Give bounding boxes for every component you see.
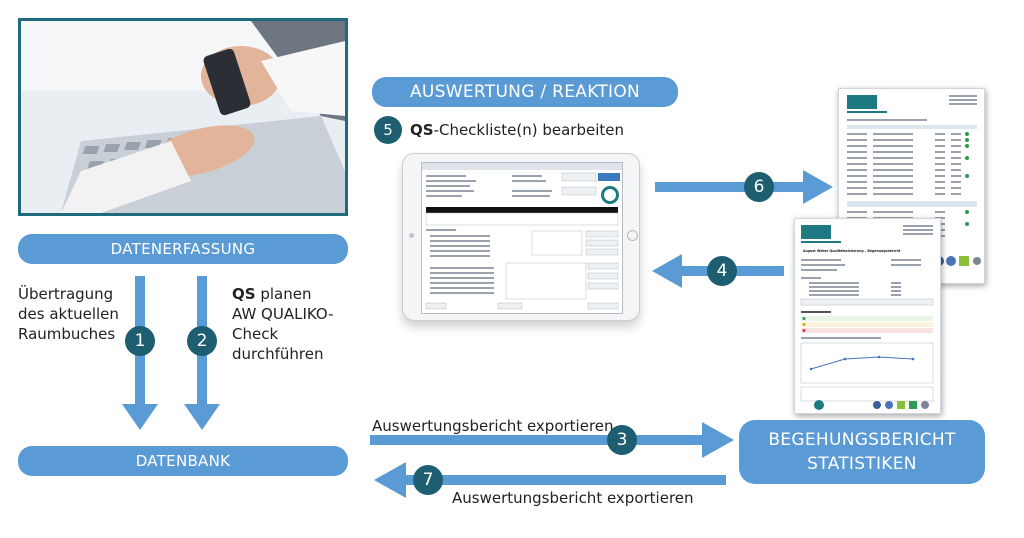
step-2-badge: 2 (187, 326, 217, 356)
tablet (402, 153, 640, 321)
step-5-badge: 5 (374, 116, 402, 144)
statistics-document-illustration (847, 95, 981, 266)
step-1-badge: 1 (125, 326, 155, 356)
step-3-badge: 3 (607, 425, 637, 455)
arrow-step-2 (184, 276, 220, 430)
step-1-line-2: des aktuellen (18, 305, 119, 323)
step-1-line-1: Übertragung (18, 285, 114, 303)
step-6-badge: 6 (744, 172, 774, 202)
report-begehungsbericht-document: August Weber Qualitätssicherung – Begehu… (794, 218, 941, 414)
laptop-phone-illustration (21, 21, 345, 213)
step-2-line-3: Check (232, 325, 279, 343)
step-1-text: Übertragung des aktuellen Raumbuches (18, 284, 119, 344)
datenbank-text: DATENBANK (135, 452, 231, 470)
arrow-step-6 (655, 170, 833, 204)
step-2-text: QS planen AW QUALIKO- Check durchführen (232, 284, 334, 364)
statistiken-text: STATISTIKEN (807, 454, 917, 474)
step-2-line-4: durchführen (232, 345, 324, 363)
checklist-app-illustration (422, 163, 622, 310)
datenerfassung-label: DATENERFASSUNG (18, 234, 348, 264)
step-5-bold: QS (410, 121, 434, 139)
step-3-text: Auswertungsbericht exportieren (372, 417, 614, 435)
datenerfassung-text: DATENERFASSUNG (110, 240, 256, 258)
step-2-line-1: QS planen (232, 285, 312, 303)
step-1-line-3: Raumbuches (18, 325, 116, 343)
report-title: August Weber Qualitätssicherung – Begehu… (803, 249, 901, 253)
datenbank-label: DATENBANK (18, 446, 348, 476)
step-7-badge: 7 (413, 465, 443, 495)
begehungsbericht-statistiken-label: BEGEHUNGSBERICHT STATISTIKEN (739, 420, 985, 484)
step-2-line-2: AW QUALIKO- (232, 305, 334, 323)
step-5-rest: -Checkliste(n) bearbeiten (433, 121, 624, 139)
begehungsbericht-text: BEGEHUNGSBERICHT (768, 430, 956, 450)
photo-laptop-smartphone (18, 18, 348, 216)
step-4-badge: 4 (707, 256, 737, 286)
auswertung-label: AUSWERTUNG / REAKTION (372, 77, 678, 107)
step-7-text: Auswertungsbericht exportieren (452, 489, 694, 507)
begehungsbericht-document-illustration (800, 225, 934, 410)
auswertung-text: AUSWERTUNG / REAKTION (409, 82, 641, 102)
tablet-screen (421, 162, 623, 314)
tablet-home-button (627, 230, 638, 241)
step-5-text: QS-Checkliste(n) bearbeiten (410, 120, 624, 140)
arrow-step-1 (122, 276, 158, 430)
arrow-step-3 (370, 422, 734, 458)
arrow-step-7 (374, 462, 726, 498)
tablet-camera (409, 233, 414, 238)
